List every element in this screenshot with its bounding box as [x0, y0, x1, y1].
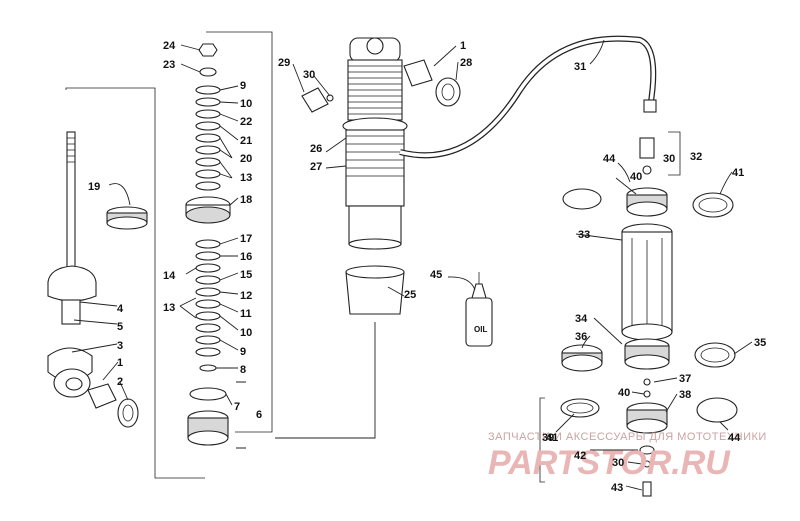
callout-39: 39: [542, 432, 554, 444]
callout-44-lower: 44: [728, 432, 741, 444]
callout-9-upper: 9: [240, 80, 246, 92]
callout-5: 5: [117, 321, 123, 333]
callout-17: 17: [240, 233, 252, 245]
callout-6: 6: [256, 409, 262, 421]
callout-22: 22: [240, 116, 252, 128]
callout-14: 14: [163, 270, 176, 282]
shaft-assembly: [47, 87, 205, 479]
callout-19: 19: [88, 181, 100, 193]
shim-stack: [185, 31, 273, 446]
callout-4: 4: [117, 303, 124, 315]
callout-9-lower: 9: [240, 346, 246, 358]
callout-45: 45: [430, 269, 442, 281]
callout-37: 37: [679, 373, 691, 385]
callout-42: 42: [574, 450, 586, 462]
callout-35: 35: [754, 337, 766, 349]
callout-13-lower: 13: [163, 302, 175, 314]
callout-1-left: 1: [117, 357, 123, 369]
callout-30-body: 30: [303, 69, 315, 81]
reservoir-assembly: [539, 131, 738, 497]
leader-lines: [71, 39, 753, 491]
callout-40-top: 40: [630, 171, 642, 183]
callout-10-lower: 10: [240, 327, 252, 339]
callout-21: 21: [240, 135, 252, 147]
watermark-caption: ЗАПЧАСТИ И АКСЕССУАРЫ ДЛЯ МОТОТЕХНИКИ: [488, 431, 767, 443]
callout-12: 12: [240, 290, 252, 302]
callout-8: 8: [240, 364, 246, 376]
callout-16: 16: [240, 251, 252, 263]
watermark-logo: PARTSTOR.RU: [488, 444, 731, 482]
callout-20: 20: [240, 153, 252, 165]
callout-7: 7: [234, 401, 240, 413]
callout-33: 33: [578, 229, 590, 241]
callout-10-upper: 10: [240, 98, 252, 110]
callout-41-top: 41: [732, 167, 744, 179]
callout-29: 29: [278, 57, 290, 69]
callout-40-lower: 40: [618, 387, 630, 399]
callout-2: 2: [117, 376, 123, 388]
callout-3: 3: [117, 340, 123, 352]
watermark: ЗАПЧАСТИ И АКСЕССУАРЫ ДЛЯ МОТОТЕХНИКИ PA…: [488, 431, 767, 482]
callout-25: 25: [404, 289, 416, 301]
shock-body: [301, 37, 493, 347]
callout-32: 32: [690, 151, 702, 163]
callout-44-top: 44: [603, 153, 616, 165]
remote-hose: [399, 35, 657, 159]
callout-23: 23: [163, 59, 175, 71]
callout-11: 11: [240, 308, 252, 320]
callout-18: 18: [240, 194, 252, 206]
callout-41-lower: 41: [546, 432, 558, 444]
oil-bottle-label: OIL: [474, 325, 487, 334]
callout-15: 15: [240, 269, 252, 281]
callout-30-fitting: 30: [663, 153, 675, 165]
callout-31: 31: [574, 61, 586, 73]
callout-30-lower: 30: [612, 457, 624, 469]
callout-13-upper: 13: [240, 172, 252, 184]
callout-38: 38: [679, 389, 691, 401]
callout-43: 43: [611, 482, 623, 494]
callout-26: 26: [310, 143, 322, 155]
callout-36: 36: [575, 331, 587, 343]
callout-27: 27: [310, 161, 322, 173]
callout-24: 24: [163, 40, 176, 52]
callout-34: 34: [575, 313, 588, 325]
callout-28: 28: [460, 57, 472, 69]
callout-1-top: 1: [460, 40, 466, 52]
